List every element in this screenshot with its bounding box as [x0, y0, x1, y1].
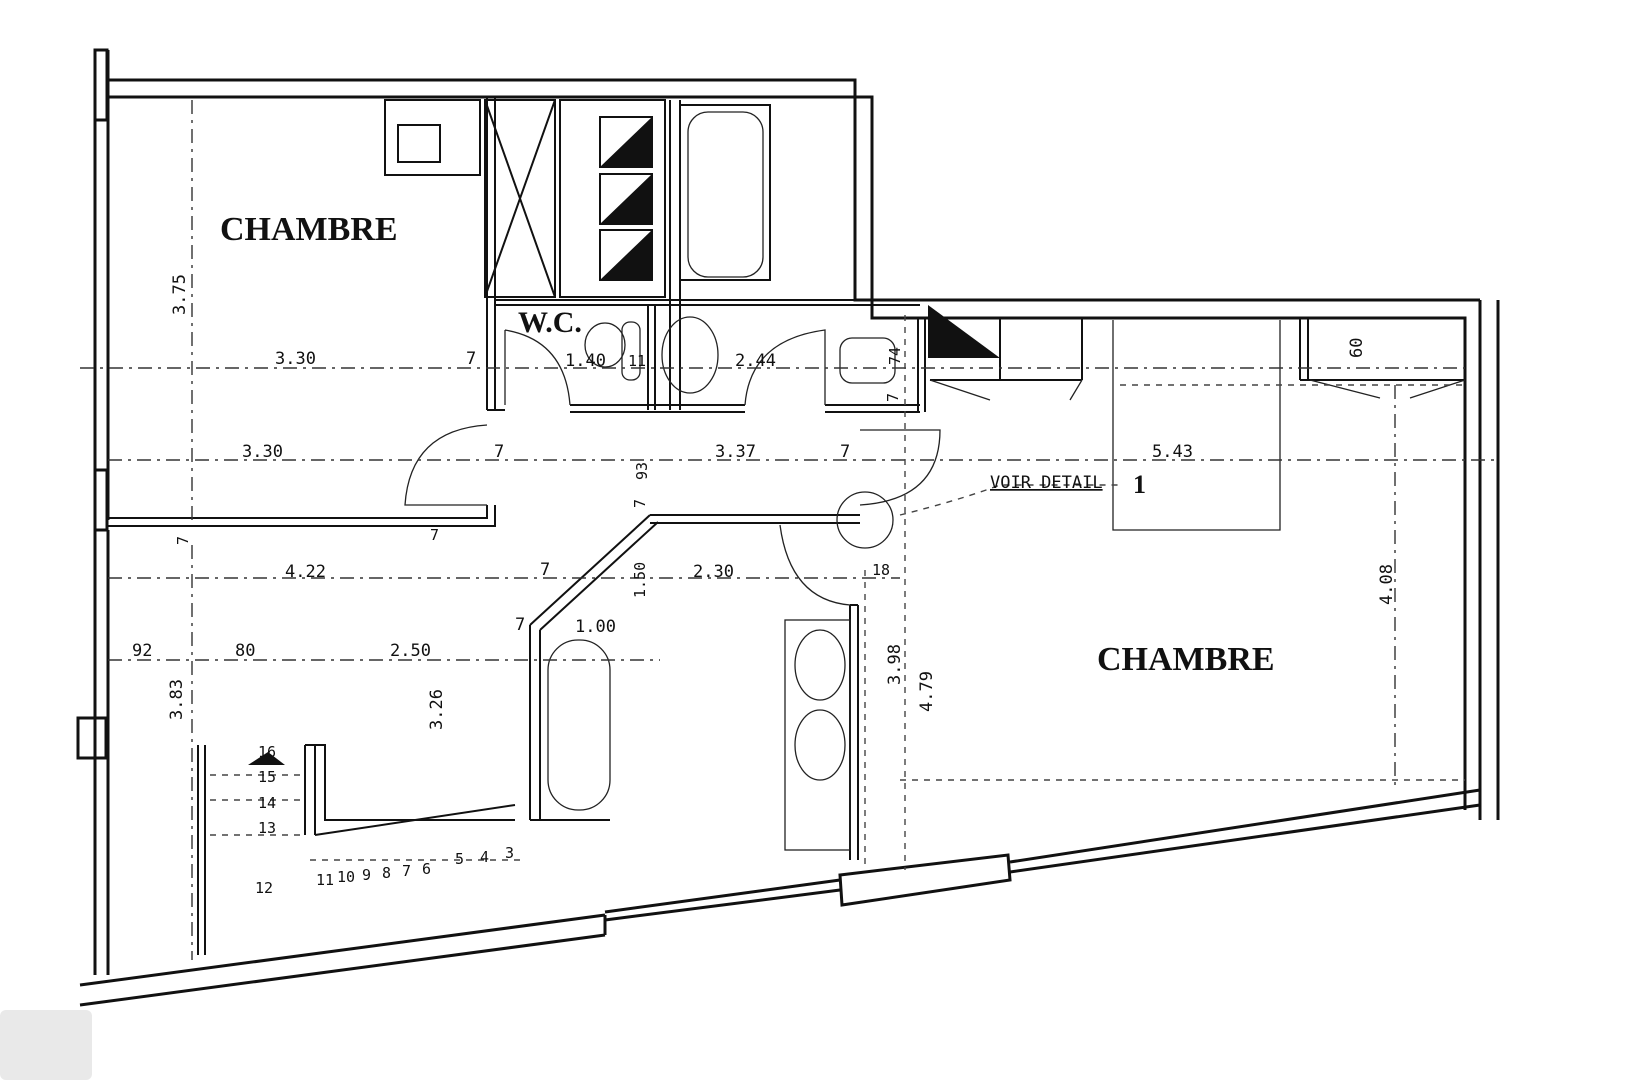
dim-label: 7 [174, 536, 192, 545]
dim-label: 74 [886, 347, 904, 365]
stair-step: 4 [480, 848, 489, 866]
dim-label: 7 [631, 499, 649, 508]
detail-reference: 1 [1133, 470, 1146, 499]
dim-label: 7 [466, 349, 476, 369]
dim-label: 2.30 [693, 562, 734, 582]
dim-label: 3.98 [885, 644, 905, 685]
stair-step: 13 [258, 819, 276, 837]
dim-label: 1.50 [631, 562, 649, 598]
dim-label: 1.40 [565, 351, 606, 371]
dim-label: 7 [840, 442, 850, 462]
dim-label: 7 [430, 526, 439, 544]
stair-step: 14 [258, 794, 276, 812]
dim-label: 18 [872, 561, 890, 579]
stair-step: 6 [422, 860, 431, 878]
stair-step: 7 [402, 862, 411, 880]
dim-label: 11 [628, 352, 646, 370]
stair-step-numbers: 16 15 14 13 12 11 10 9 8 7 6 5 4 3 [255, 743, 514, 897]
dim-label: 92 [132, 641, 152, 661]
corner-tab [0, 1010, 92, 1080]
detail-callout-circle [836, 491, 894, 549]
stair-step: 12 [255, 879, 273, 897]
dim-label: 3.83 [167, 679, 187, 720]
stair-step: 16 [258, 743, 276, 761]
dim-label: 4.79 [917, 671, 937, 712]
dim-label: 7 [515, 615, 525, 635]
dim-label: 7 [540, 560, 550, 580]
room-label-chambre-1: CHAMBRE [220, 211, 398, 248]
fixtures [248, 116, 1466, 765]
exterior-walls [76, 48, 1500, 1007]
stair-step: 9 [362, 866, 371, 884]
room-labels: CHAMBRE CHAMBRE W.C. [220, 211, 1275, 678]
dim-label: 4.22 [285, 562, 326, 582]
dim-label: 93 [633, 462, 651, 480]
stair-step: 10 [337, 868, 355, 886]
dim-label: 3.75 [170, 274, 190, 315]
dim-label: 2.50 [390, 641, 431, 661]
dim-label: 60 [1347, 338, 1367, 358]
dim-label: 1.00 [575, 617, 616, 637]
dim-label: 3.37 [715, 442, 756, 462]
dim-label: 3.26 [427, 689, 447, 730]
dim-label: 3.30 [275, 349, 316, 369]
dim-label: 7 [494, 442, 504, 462]
voir-detail-note: VOIR DETAIL [990, 473, 1103, 493]
stair-step: 5 [455, 850, 464, 868]
room-label-wc: W.C. [518, 306, 582, 339]
room-label-chambre-2: CHAMBRE [1097, 641, 1275, 678]
stair-step: 8 [382, 864, 391, 882]
stair-step: 3 [505, 844, 514, 862]
stair-step: 15 [258, 768, 276, 786]
dimension-lines [80, 100, 1500, 960]
stair-step: 11 [316, 871, 334, 889]
dim-label: 80 [235, 641, 255, 661]
dim-label: 2.44 [735, 351, 776, 371]
dim-label: 5.43 [1152, 442, 1193, 462]
interior-walls [108, 97, 1465, 955]
dimension-labels: 3.30 7 1.40 11 2.44 74 7 3.30 7 3.37 7 5… [132, 274, 1397, 730]
dim-label: 3.30 [242, 442, 283, 462]
dim-label: 7 [884, 393, 902, 402]
dim-label: 4.08 [1377, 564, 1397, 605]
